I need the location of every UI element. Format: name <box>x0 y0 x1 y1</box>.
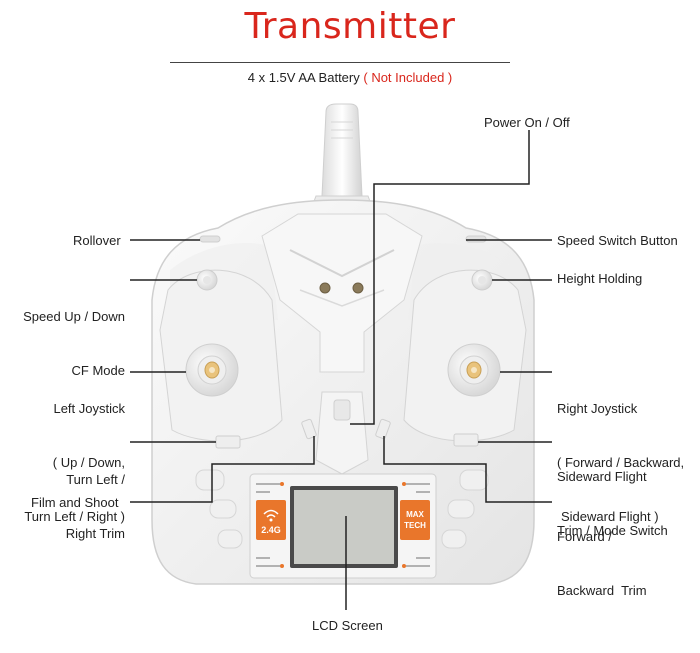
label-speed-switch: Speed Switch Button <box>557 233 678 248</box>
led-right <box>352 282 364 294</box>
label-left-joy-line3: Turn Left / Right ) <box>24 509 125 524</box>
label-film-shoot: Film and Shoot <box>31 495 119 510</box>
lcd-screen <box>294 490 394 564</box>
label-power: Power On / Off <box>484 115 570 130</box>
left-joystick[interactable] <box>185 343 239 397</box>
film-shoot-switch[interactable] <box>301 418 317 440</box>
label-height-holding: Height Holding <box>557 271 643 286</box>
battery-note: ( Not Included ) <box>363 70 453 85</box>
label-lcd: LCD Screen <box>312 618 383 633</box>
label-speed-up-line2: CF Mode <box>71 363 125 378</box>
battery-text: 4 x 1.5V AA Battery <box>247 70 360 85</box>
label-speed-up-line1: Speed Up / Down <box>23 309 125 324</box>
label-fb-trim-line1: Forward / <box>557 529 612 544</box>
sideward-trim-switch[interactable] <box>453 433 479 447</box>
badge-max-text: MAX <box>406 510 424 519</box>
wifi-icon <box>263 509 279 522</box>
led-left <box>319 282 331 294</box>
page-title: Transmitter <box>244 6 456 47</box>
label-sideward-line1: Sideward Flight <box>557 469 647 484</box>
label-left-joystick: Left Joystick ( Up / Down, Turn Left / R… <box>24 364 125 544</box>
label-speed-up: Speed Up / Down CF Mode <box>23 272 125 398</box>
badge-2-4g-text: 2.4G <box>261 525 281 535</box>
badge-tech-text: TECH <box>404 521 426 530</box>
label-rollover: Rollover <box>73 233 121 248</box>
label-right-joystick: Right Joystick ( Forward / Backward, Sid… <box>557 364 684 544</box>
callout-lines <box>130 130 552 610</box>
battery-subtitle: 4 x 1.5V AA Battery ( Not Included ) <box>0 70 700 85</box>
label-turn-trim-line2: Right Trim <box>65 526 125 541</box>
label-sideward-trim: Sideward Flight Trim / Mode Switch <box>557 432 668 558</box>
speed-up-down-button[interactable] <box>196 269 218 291</box>
label-right-joy-line1: Right Joystick <box>557 401 638 416</box>
label-sideward-line2: Trim / Mode Switch <box>557 523 668 538</box>
label-left-joy-line1: Left Joystick <box>53 401 125 416</box>
rollover-button[interactable] <box>199 235 221 243</box>
forward-backward-trim-switch[interactable] <box>375 418 391 440</box>
label-right-joy-line2: ( Forward / Backward, <box>557 455 685 470</box>
right-joystick[interactable] <box>447 343 501 397</box>
label-turn-trim-line1: Turn Left / <box>66 472 125 487</box>
height-holding-button[interactable] <box>471 269 493 291</box>
turn-trim-switch[interactable] <box>215 435 241 449</box>
antenna <box>309 103 375 213</box>
label-left-joy-line2: ( Up / Down, <box>52 455 125 470</box>
label-turn-trim: Turn Left / Right Trim <box>66 435 125 561</box>
label-fb-trim: Forward / Backward Trim <box>557 492 647 618</box>
speed-switch-button[interactable] <box>465 235 487 243</box>
label-right-joy-line3: Sideward Flight ) <box>561 509 659 524</box>
center-switch <box>333 399 351 421</box>
label-fb-trim-line2: Backward Trim <box>557 583 647 598</box>
badge-max-tech <box>400 500 430 540</box>
title-divider <box>170 62 510 63</box>
lcd-panel: 2.4G MAX TECH <box>249 473 437 579</box>
